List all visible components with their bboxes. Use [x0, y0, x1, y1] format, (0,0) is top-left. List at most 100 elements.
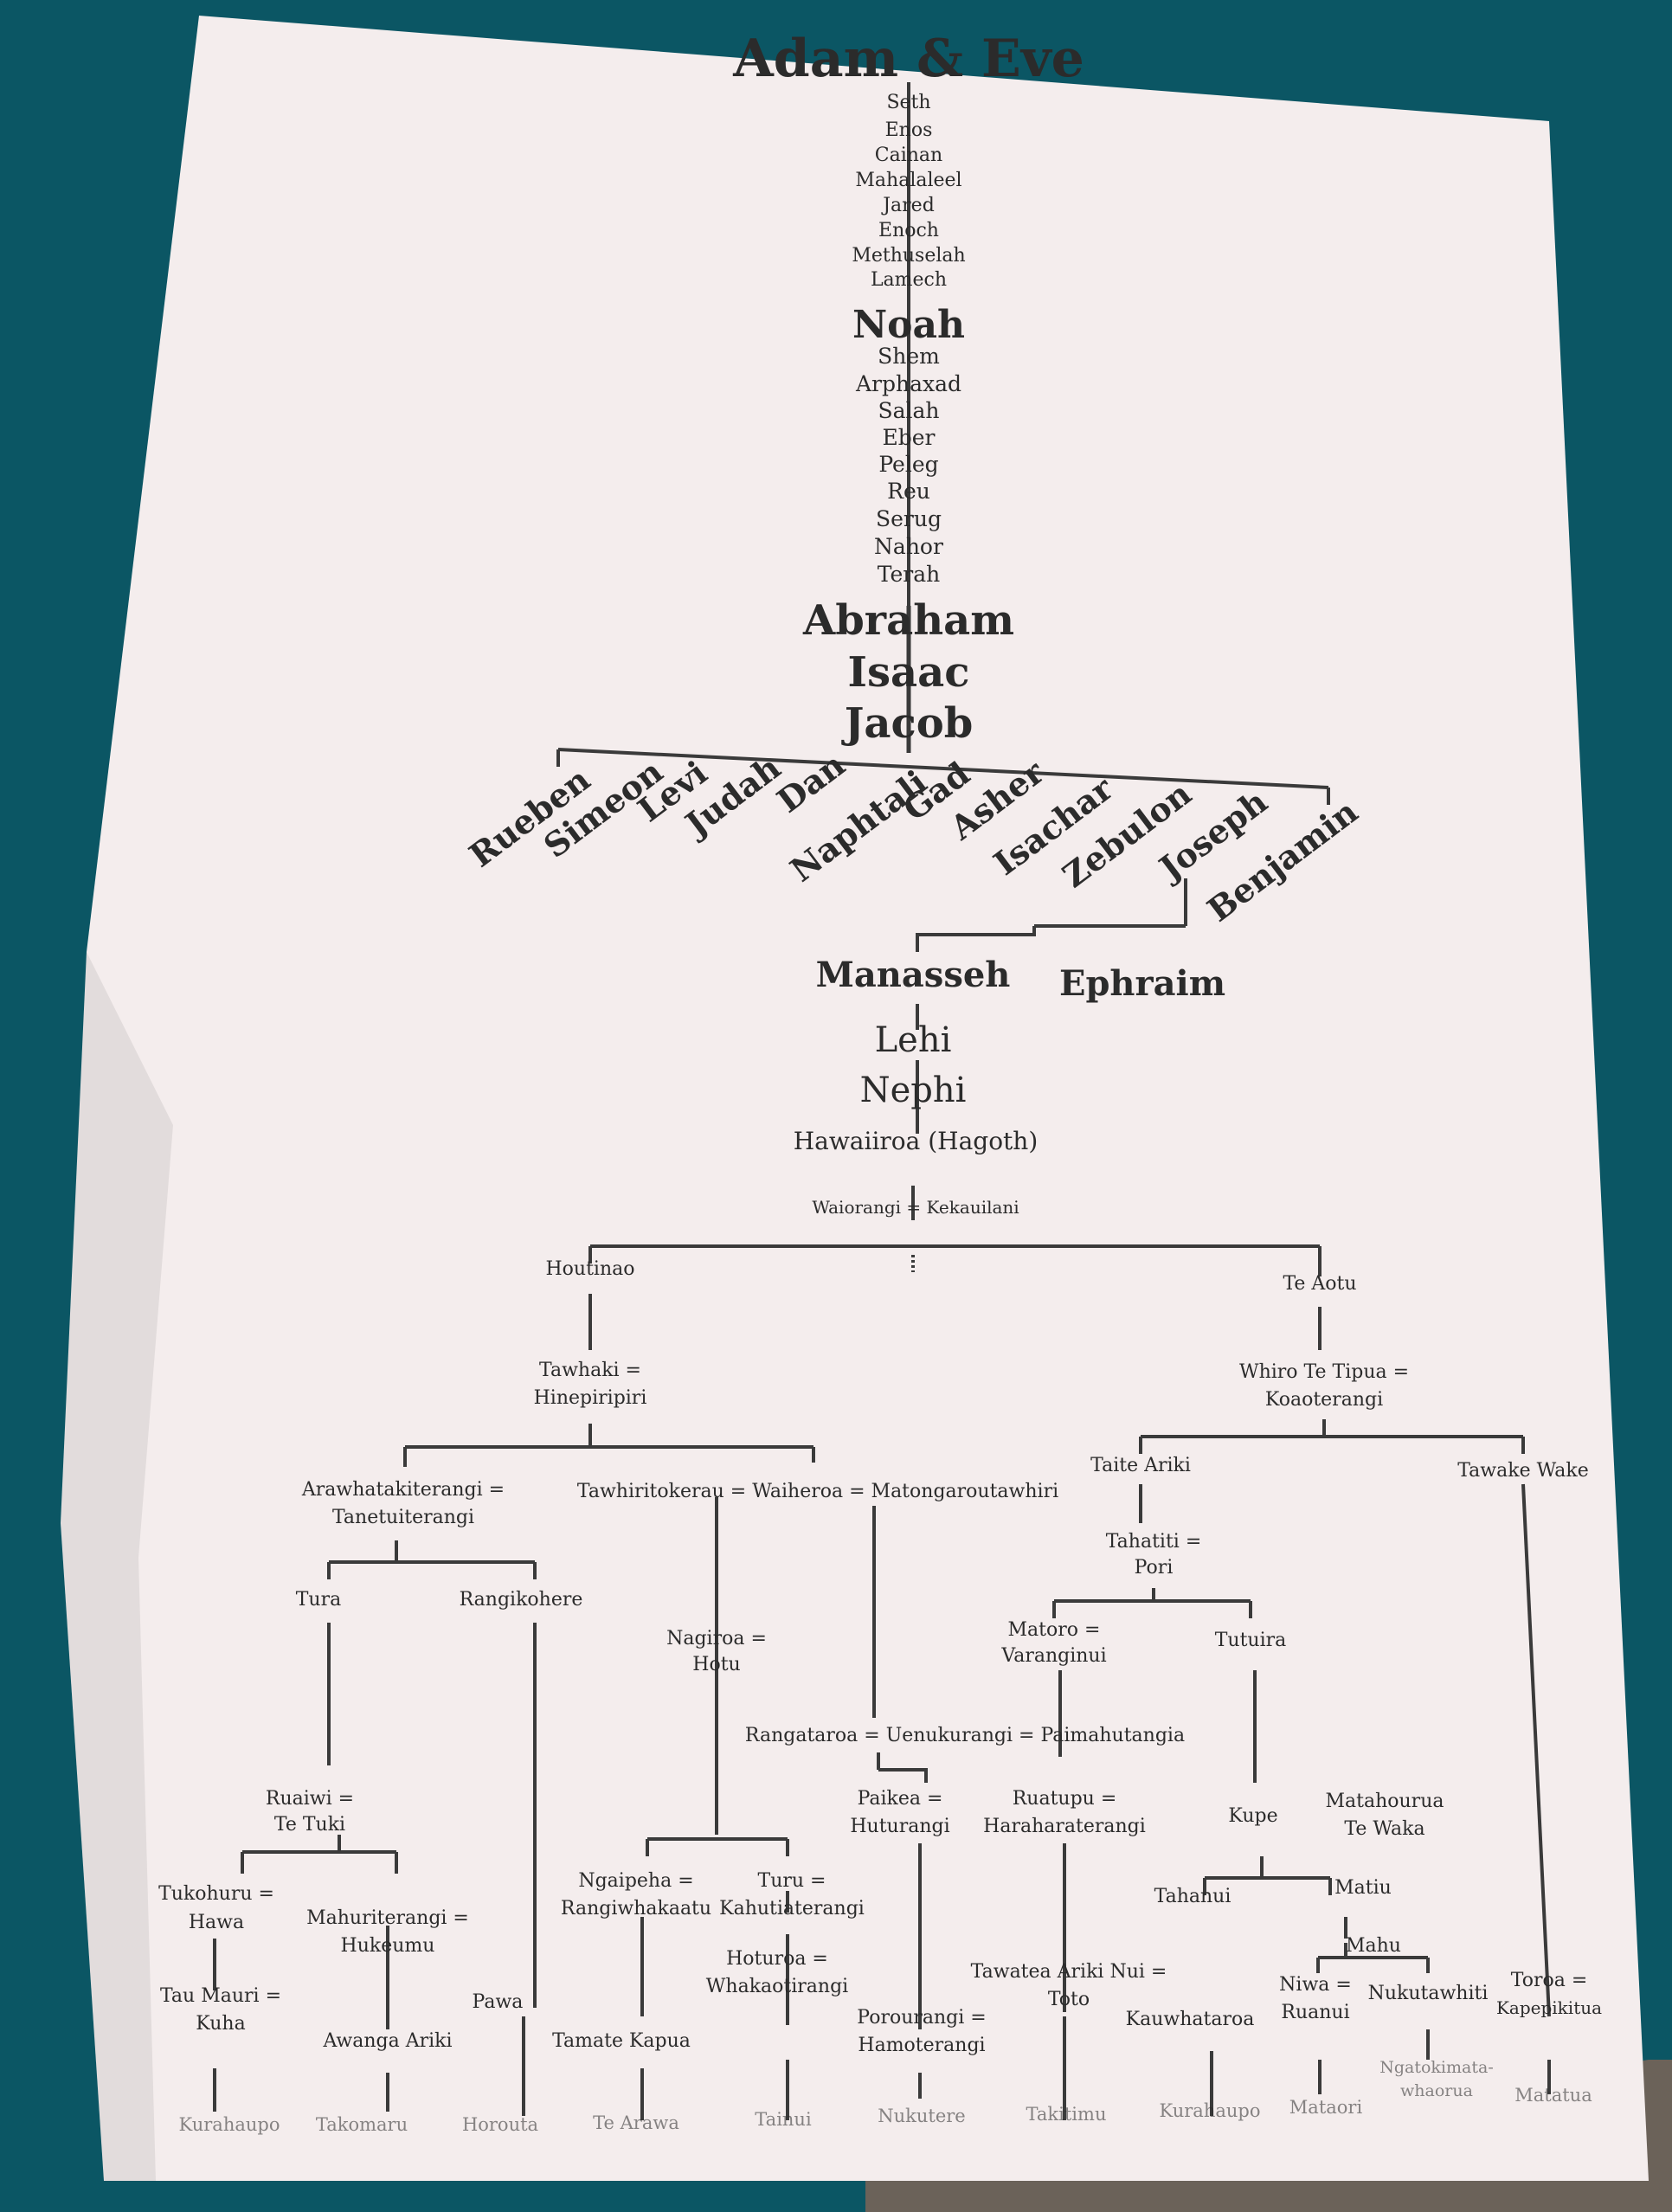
node-cainan: Cainan	[875, 145, 942, 166]
node-toroa-2: Kapepikitua	[1496, 1997, 1602, 2018]
node-arphaxad: Arphaxad	[855, 371, 961, 396]
node-ngatokimata-2: whaorua	[1400, 2081, 1473, 2100]
node-enoch: Enoch	[878, 220, 939, 241]
node-shem: Shem	[878, 344, 940, 369]
waka-name: Takitimu	[1026, 2104, 1107, 2125]
node-tahanui: Tahanui	[1154, 1886, 1231, 1907]
waka-name: Kurahaupo	[179, 2114, 280, 2135]
title: Adam & Eve	[732, 29, 1084, 89]
node-lamech: Lamech	[871, 269, 947, 291]
node-ngaipeha-2: Rangiwhakaatu	[561, 1898, 711, 1919]
node-houtinao: Houtinao	[545, 1258, 634, 1280]
node-mahu: Mahu	[1346, 1935, 1401, 1957]
node-whiro-1: Whiro Te Tipua =	[1239, 1361, 1409, 1383]
node-nephi: Nephi	[860, 1071, 967, 1110]
node-taite-ariki: Taite Ariki	[1090, 1455, 1191, 1476]
node-eber: Eber	[883, 425, 936, 450]
waka-name: Takomaru	[316, 2114, 408, 2135]
node-rangataroa: Rangataroa = Uenukurangi = Paimahutangia	[745, 1725, 1185, 1746]
node-ruaiwi-1: Ruaiwi =	[266, 1788, 354, 1810]
waka-name: Nukutere	[878, 2106, 965, 2126]
node-tahatiti-1: Tahatiti =	[1106, 1531, 1202, 1553]
node-whiro-2: Koaoterangi	[1265, 1389, 1383, 1411]
node-isaac: Isaac	[848, 648, 970, 697]
node-labels: Adam & EveSethEnosCainanMahalaleelJaredE…	[158, 29, 1602, 2135]
waka-name: Tainui	[755, 2109, 812, 2130]
connector-lines	[213, 82, 1551, 2120]
node-hoturoa-1: Hoturoa =	[726, 1948, 828, 1970]
node-porourangi-2: Hamoterangi	[858, 2035, 985, 2056]
node-jacob: Jacob	[841, 699, 974, 748]
node-porourangi-1: Porourangi =	[857, 2007, 986, 2029]
waka-name: Te Arawa	[593, 2112, 679, 2133]
node-lehi: Lehi	[875, 1020, 952, 1060]
node-ngaipeha-1: Ngaipeha =	[578, 1870, 693, 1892]
node-tawhiritokerau: Tawhiritokerau = Waiheroa = Matongarouta…	[577, 1481, 1058, 1502]
node-ngatokimata-1: Ngatokimata-	[1379, 2058, 1494, 2077]
waka-name: Kurahaupo	[1160, 2100, 1261, 2121]
node-matoro-2: Varanginui	[1000, 1645, 1106, 1667]
node-ephraim: Ephraim	[1059, 963, 1225, 1004]
node-niwa-2: Ruanui	[1281, 2002, 1349, 2023]
node-tawhaki-1: Tawhaki =	[539, 1360, 641, 1381]
node-terah: Terah	[878, 562, 941, 587]
node-waiorangi: Waiorangi = Kekauilani	[812, 1197, 1019, 1218]
node-niwa-1: Niwa =	[1279, 1974, 1352, 1996]
node-matahourua-1: Matahourua	[1326, 1791, 1444, 1812]
node-nagiroa-1: Nagiroa =	[666, 1628, 767, 1649]
node-salah: Salah	[878, 398, 939, 423]
node-reu: Reu	[887, 479, 930, 504]
node-ruatupu-1: Ruatupu =	[1013, 1788, 1117, 1810]
node-tau-mauri-1: Tau Mauri =	[160, 1985, 281, 2007]
node-tawhaki-2: Hinepiripiri	[534, 1387, 647, 1409]
node-turu-1: Turu =	[758, 1870, 826, 1892]
node-tamate-kapua: Tamate Kapua	[552, 2030, 691, 2052]
node-mahuriterangi-2: Hukeumu	[341, 1935, 435, 1957]
node-nukutawhiti: Nukutawhiti	[1368, 1983, 1489, 2004]
node-matahourua-2: Te Waka	[1344, 1818, 1424, 1840]
node-abraham: Abraham	[802, 596, 1014, 645]
node-matoro-1: Matoro =	[1008, 1619, 1101, 1641]
node-ruaiwi-2: Te Tuki	[274, 1814, 345, 1836]
node-arawhata-1: Arawhatakiterangi =	[301, 1479, 505, 1501]
node-mahuriterangi-1: Mahuriterangi =	[306, 1907, 469, 1929]
node-rangikohere: Rangikohere	[460, 1589, 583, 1611]
node-noah: Noah	[852, 303, 965, 347]
waka-name: Mataori	[1289, 2097, 1363, 2118]
node-serug: Serug	[876, 506, 942, 531]
node-mahalaleel: Mahalaleel	[855, 170, 961, 191]
node-tutuira: Tutuira	[1215, 1630, 1287, 1651]
node-tawatea-1: Tawatea Ariki Nui =	[971, 1961, 1167, 1983]
node-tawake-wake: Tawake Wake	[1457, 1460, 1589, 1482]
node-enos: Enos	[885, 119, 933, 141]
node-peleg: Peleg	[878, 452, 938, 477]
waka-name: Horouta	[462, 2114, 538, 2135]
node-toroa-1: Toroa =	[1511, 1970, 1588, 1991]
node-tukohuru-1: Tukohuru =	[158, 1883, 274, 1905]
node-dan: Dan	[769, 745, 852, 820]
node-tukohuru-2: Hawa	[189, 1912, 244, 1933]
node-turu-2: Kahutiaterangi	[719, 1898, 865, 1919]
node-kauwhataroa: Kauwhataroa	[1126, 2009, 1255, 2030]
node-kupe: Kupe	[1228, 1805, 1277, 1827]
node-pawa: Pawa	[473, 1991, 524, 2013]
node-te-aotu: Te Aotu	[1283, 1273, 1356, 1295]
waka-name: Matatua	[1514, 2085, 1592, 2106]
paper-shadow	[61, 952, 173, 2181]
node-arawhata-2: Tanetuiterangi	[332, 1507, 474, 1528]
node-tura: Tura	[296, 1589, 341, 1611]
node-tawatea-2: Toto	[1048, 1989, 1090, 2010]
node-awanga-ariki: Awanga Ariki	[322, 2030, 452, 2052]
node-paikea-1: Paikea =	[858, 1788, 943, 1810]
node-nahor: Nahor	[874, 534, 943, 559]
node-paikea-2: Huturangi	[850, 1816, 949, 1837]
node-tahatiti-2: Pori	[1135, 1557, 1174, 1579]
node-hawaiiroa: Hawaiiroa (Hagoth)	[794, 1127, 1039, 1155]
node-matiu: Matiu	[1334, 1877, 1392, 1899]
node-methuselah: Methuselah	[852, 245, 965, 267]
node-tau-mauri-2: Kuha	[196, 2013, 245, 2035]
node-nagiroa-2: Hotu	[692, 1654, 740, 1675]
paper-sheet	[61, 16, 1649, 2181]
